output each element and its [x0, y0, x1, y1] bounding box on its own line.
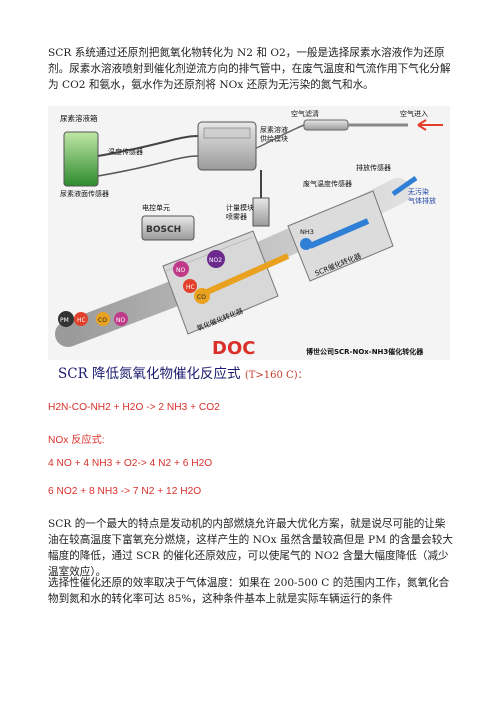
- molecule-no: NO: [176, 267, 185, 274]
- nox-reaction-label: NOx 反应式:: [48, 435, 105, 446]
- reaction-no2: 6 NO2 + 8 NH3 -> 7 N2 + 12 H2O: [48, 486, 202, 497]
- intro-paragraph: SCR 系统通过还原剂把氮氧化物转化为 N2 和 O2，一般是选择尿素水溶液作为…: [48, 47, 451, 91]
- molecule-hc: HC: [186, 284, 195, 291]
- efficiency-paragraph: 选择性催化还原的效率取决于气体温度：如果在 200-500 C 的范围内工作，氮…: [48, 577, 450, 605]
- reaction-heading-title: SCR 降低氮氧化物催化反应式: [58, 366, 241, 382]
- metering-label-1: 计量模块: [226, 203, 254, 212]
- clean-exhaust-label-1: 无污染: [408, 187, 429, 196]
- clean-exhaust-label-2: 气体排放: [408, 196, 436, 205]
- reaction-urea: H2N-CO-NH2 + H2O -> 2 NH3 + CO2: [48, 402, 220, 413]
- scr-system-diagram: 尿素溶液箱 尿素液面传感器 温度传感器 尿素溶液 供给模块 空气滤清 空气进入 …: [48, 106, 450, 360]
- doc-label: DOC: [212, 338, 255, 359]
- flow-arrow-1: [196, 253, 290, 299]
- urea-module-label-1: 尿素溶液: [260, 125, 288, 134]
- ecu-unit: BOSCH 电控单元: [141, 203, 195, 241]
- air-filter-label: 空气滤清: [291, 109, 319, 118]
- figure-caption: 博世公司SCR-NOx-NH3催化转化器: [306, 347, 424, 356]
- supply-line: [97, 135, 199, 157]
- molecule-hc-2: HC: [77, 317, 86, 324]
- level-sensor-label: 尿素液面传感器: [60, 189, 109, 198]
- molecule-co: CO: [197, 294, 206, 301]
- molecule-no-2: NO: [116, 317, 125, 324]
- exhaust-temp-sensor-label: 废气温度传感器: [303, 179, 352, 188]
- urea-tank-label: 尿素溶液箱: [60, 113, 98, 123]
- metering-module: 计量模块 喷雾器: [226, 170, 270, 227]
- flow-arrow-out: [391, 175, 418, 197]
- air-line: [255, 124, 305, 149]
- ecu-label: 电控单元: [142, 203, 170, 212]
- urea-tank: 尿素溶液箱: [60, 113, 99, 187]
- air-filter: [303, 119, 349, 131]
- nh3-label: NH3: [300, 228, 314, 236]
- molecule-co-2: CO: [98, 317, 107, 324]
- bosch-logo: BOSCH: [146, 225, 181, 235]
- air-in-arrow: [417, 119, 443, 131]
- return-line: [97, 155, 199, 177]
- molecules: NO NO2 HC CO PM CO HC NO NH3: [58, 228, 314, 327]
- scr-feature-paragraph: SCR 的一个最大的特点是发动机的内部燃烧允许最大优化方案，就是说尽可能的让柴油…: [48, 518, 453, 578]
- molecule-pm: PM: [60, 317, 69, 324]
- molecule-no2: NO2: [209, 257, 222, 264]
- reaction-heading: SCR 降低氮氧化物催化反应式 (T>160 C)：: [58, 362, 308, 382]
- metering-label-2: 喷雾器: [226, 212, 247, 221]
- reaction-no: 4 NO + 4 NH3 + O2-> 4 N2 + 6 H2O: [48, 458, 213, 469]
- flow-arrow-2: [308, 218, 370, 249]
- exhaust-sensor-label: 排放传感器: [356, 163, 391, 172]
- air-in-label: 空气进入: [400, 109, 428, 118]
- reaction-heading-condition: (T>160 C)：: [244, 370, 308, 381]
